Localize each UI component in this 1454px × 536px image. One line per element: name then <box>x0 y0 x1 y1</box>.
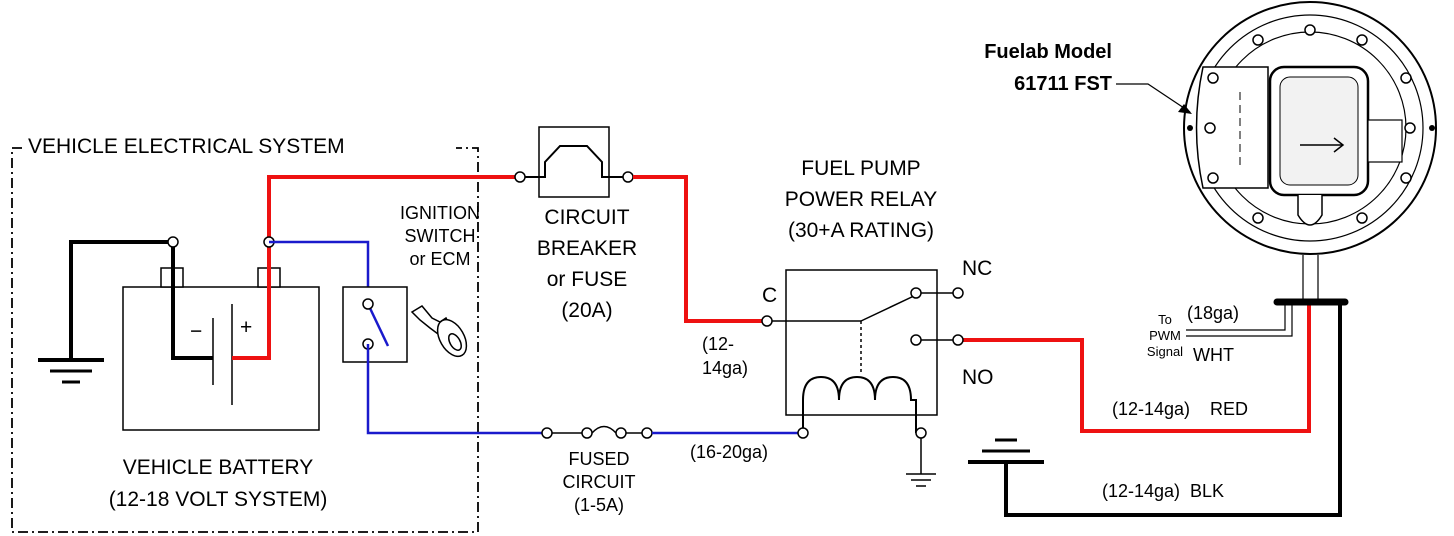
fused-label-1: FUSED <box>568 449 629 469</box>
signal-gauge-label: (18ga) <box>1187 303 1239 323</box>
ignition-label-2: SWITCH <box>405 226 476 246</box>
relay-label-3: (30+A RATING) <box>788 219 934 242</box>
battery-voltage-label: (12-18 VOLT SYSTEM) <box>109 488 328 511</box>
relay-no-label: NO <box>962 366 994 389</box>
battery-positive-red-wire <box>232 175 520 360</box>
ignition-switch <box>342 286 408 363</box>
pump-model-label-1: Fuelab Model <box>984 41 1112 63</box>
harness-cable <box>1302 255 1319 302</box>
relay-c-gauge-2: 14ga) <box>702 358 748 378</box>
relay-coil-ground-terminal <box>915 427 927 439</box>
breaker-label-4: (20A) <box>561 299 612 322</box>
relay-no-terminal <box>952 334 964 346</box>
battery-negative-terminal <box>167 236 179 248</box>
fuel-pump <box>1183 1 1437 255</box>
wht-wire-label: WHT <box>1193 345 1234 365</box>
coil-gauge-label: (16-20ga) <box>690 442 768 462</box>
relay-coil-terminal <box>797 427 809 439</box>
relay-label-1: FUEL PUMP <box>801 157 920 180</box>
pump-ground-symbol <box>968 438 1044 464</box>
relay-coil-ground-symbol <box>906 433 936 487</box>
circuit-breaker <box>514 126 634 198</box>
ignition-label-1: IGNITION <box>400 203 480 223</box>
battery-label: VEHICLE BATTERY <box>123 456 314 479</box>
ignition-output-blue-wire <box>366 344 547 435</box>
ignition-feed-blue-wire <box>269 240 370 304</box>
relay-label-2: POWER RELAY <box>785 188 937 211</box>
breaker-to-relay-red-wire <box>633 175 767 323</box>
pump-callout-leader <box>1116 83 1191 113</box>
battery: − + <box>122 267 320 431</box>
relay-nc-label: NC <box>962 257 992 280</box>
pump-ground-black-wire <box>1004 302 1342 517</box>
signal-label-2: PWM <box>1149 328 1181 343</box>
fused-label-3: (1-5A) <box>574 495 624 515</box>
key-icon <box>410 305 468 358</box>
relay-no-to-pump-red-wire <box>963 302 1311 433</box>
battery-negative-wire <box>171 242 213 360</box>
breaker-label-3: or FUSE <box>547 268 628 291</box>
red-gauge-label: (12-14ga) <box>1112 399 1190 419</box>
relay-c-label: C <box>762 284 777 307</box>
breaker-label-1: CIRCUIT <box>544 206 629 229</box>
signal-label-1: To <box>1158 312 1172 327</box>
blk-gauge-label: (12-14ga) <box>1102 481 1180 501</box>
vehicle-system-label: VEHICLE ELECTRICAL SYSTEM <box>28 135 345 158</box>
pump-callout-arrowhead <box>1178 104 1192 114</box>
fused-circuit <box>541 425 653 439</box>
vehicle-system-boundary <box>11 147 479 533</box>
relay-c-gauge-1: (12- <box>702 334 734 354</box>
fuel-pump-relay <box>761 269 964 433</box>
fused-label-2: CIRCUIT <box>563 472 636 492</box>
battery-ground-symbol <box>38 240 173 384</box>
signal-wire <box>1186 302 1293 337</box>
vehicle-system-label-bg <box>24 130 456 160</box>
blk-wire-label: BLK <box>1190 481 1224 501</box>
ignition-label-3: or ECM <box>409 249 470 269</box>
battery-plus-label: + <box>240 316 252 339</box>
signal-label-3: Signal <box>1147 344 1183 359</box>
breaker-label-2: BREAKER <box>537 237 637 260</box>
pump-model-label-2: 61711 FST <box>1014 73 1112 95</box>
battery-minus-label: − <box>190 320 202 343</box>
red-wire-label: RED <box>1210 399 1248 419</box>
